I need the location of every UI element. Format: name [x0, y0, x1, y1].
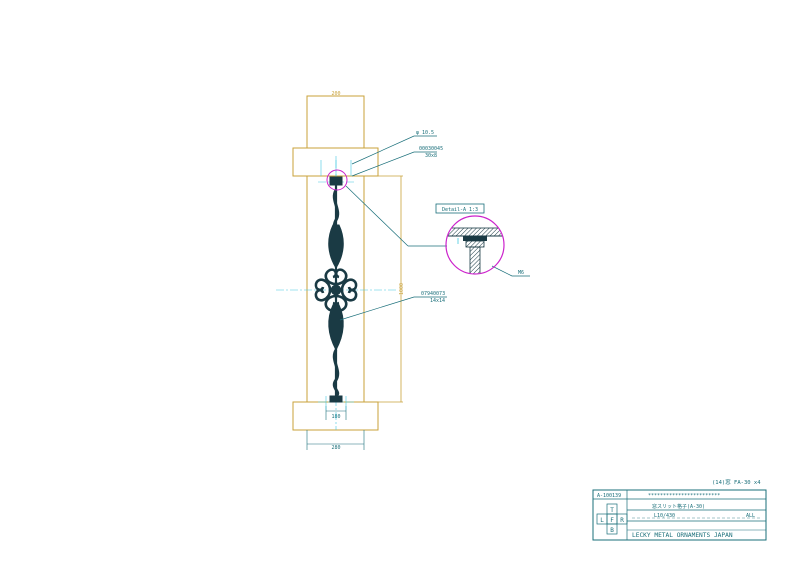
top-dimension-box: [306, 95, 365, 149]
grid-r: R: [620, 517, 624, 524]
detail-title-box: [435, 203, 485, 214]
grid-f: F: [610, 517, 614, 524]
bolt-callout: M6: [518, 270, 524, 276]
detail-marker-circle: [326, 169, 348, 191]
bottom-outer-dimension: [306, 430, 365, 450]
part-name: 窓スリット格子(A-30): [652, 503, 705, 510]
ornamental-bar: [314, 176, 358, 403]
top-width-dimension: 200: [331, 91, 340, 97]
height-dimension: [378, 175, 403, 403]
detail-view: [445, 215, 505, 275]
title-row: ************************: [648, 493, 720, 499]
middle-part-number: 07940073: [421, 291, 445, 297]
title-block: [592, 489, 767, 541]
grid-t: T: [610, 507, 614, 514]
row3-right: ALL: [746, 513, 755, 519]
row3-left: L10/430: [654, 513, 675, 519]
top-part-number: 00030045: [419, 146, 443, 152]
grid-l: L: [600, 517, 604, 524]
grid-b: B: [610, 527, 614, 534]
top-frame-block: [292, 147, 379, 177]
quantity-note: (14)窓 FA-30 x4: [712, 478, 761, 486]
height-value: 1000: [399, 283, 405, 295]
detail-title: Detail-A 1:3: [442, 207, 478, 213]
tick-marks: [320, 156, 352, 410]
scroll-rosette: [314, 268, 358, 312]
leaders: [339, 135, 530, 321]
bottom-outer-width: 280: [331, 445, 340, 451]
company-name: LECKY METAL ORNAMENTS JAPAN: [632, 532, 733, 539]
middle-part-size: 14x14: [430, 298, 445, 304]
drawing-number: A-100139: [597, 493, 621, 499]
top-part-size: 30x8: [425, 153, 437, 159]
hole-diameter-callout: φ 10.5: [416, 130, 434, 136]
